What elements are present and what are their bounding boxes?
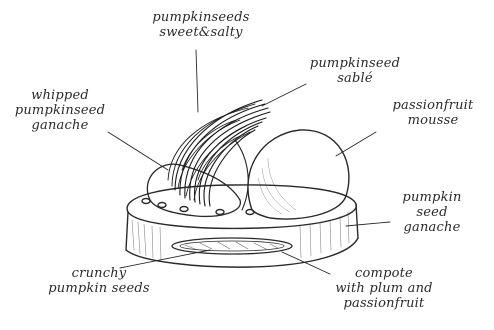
- label-pumpkin-seeds-sweet-salty: pumpkinseeds sweet&salty: [142, 10, 260, 40]
- leader-seeds-sweet-salty: [196, 50, 198, 112]
- compote-hatching: [185, 242, 278, 249]
- leader-sable: [262, 84, 306, 106]
- base-ring-side-left: [126, 212, 128, 250]
- base-ring-hatching: [132, 212, 349, 260]
- label-compote-plum-passionfruit: compote with plum and passionfruit: [318, 266, 450, 311]
- compote-disc-inner: [180, 241, 284, 251]
- label-pumpkin-seed-sable: pumpkinseed sablé: [300, 56, 410, 86]
- pumpkin-seed-dots: [142, 199, 254, 215]
- label-crunchy-pumpkin-seeds: crunchy pumpkin seeds: [34, 266, 164, 296]
- leader-seed-ganache: [346, 222, 390, 226]
- pumpkin-seed-sable-shading: [168, 100, 270, 206]
- label-whipped-pumpkinseed-ganache: whipped pumpkinseed ganache: [6, 88, 114, 133]
- leader-whipped-ganache: [108, 132, 168, 170]
- label-pumpkin-seed-ganache: pumpkin seed ganache: [386, 190, 478, 235]
- label-passionfruit-mousse: passionfruit mousse: [376, 98, 490, 128]
- base-ring-side-right: [356, 204, 358, 238]
- base-ring-top: [127, 185, 356, 228]
- leader-passionfruit-mousse: [336, 132, 376, 156]
